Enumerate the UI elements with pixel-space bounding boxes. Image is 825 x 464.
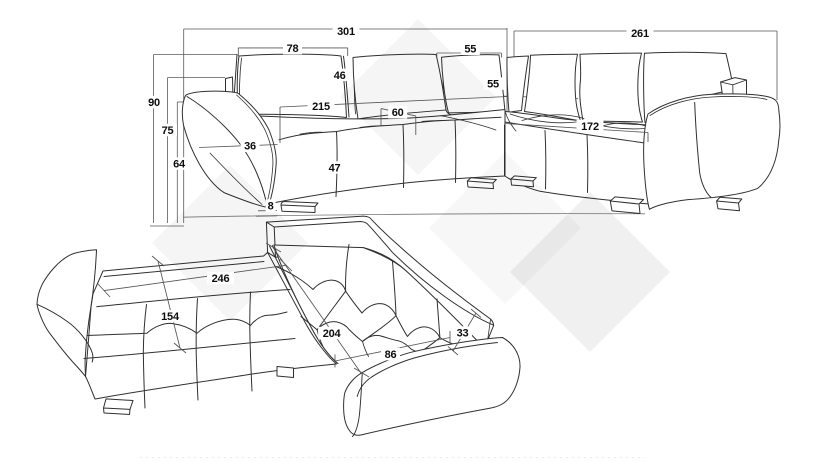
svg-text:64: 64 [173,159,186,171]
svg-text:78: 78 [287,43,299,55]
svg-text:8: 8 [268,201,274,213]
svg-text:172: 172 [581,121,599,133]
svg-text:86: 86 [385,349,397,361]
svg-text:55: 55 [487,79,499,91]
svg-text:215: 215 [312,101,330,113]
svg-text:204: 204 [323,328,342,340]
svg-text:90: 90 [148,97,160,109]
svg-text:46: 46 [334,70,346,82]
svg-text:47: 47 [329,162,341,174]
svg-text:33: 33 [457,328,469,340]
svg-text:36: 36 [244,141,256,153]
svg-text:60: 60 [392,107,404,119]
svg-text:301: 301 [337,26,355,38]
svg-text:75: 75 [162,125,174,137]
svg-text:246: 246 [212,273,230,285]
svg-text:55: 55 [464,44,476,56]
svg-text:154: 154 [161,311,180,323]
svg-text:261: 261 [631,28,649,40]
